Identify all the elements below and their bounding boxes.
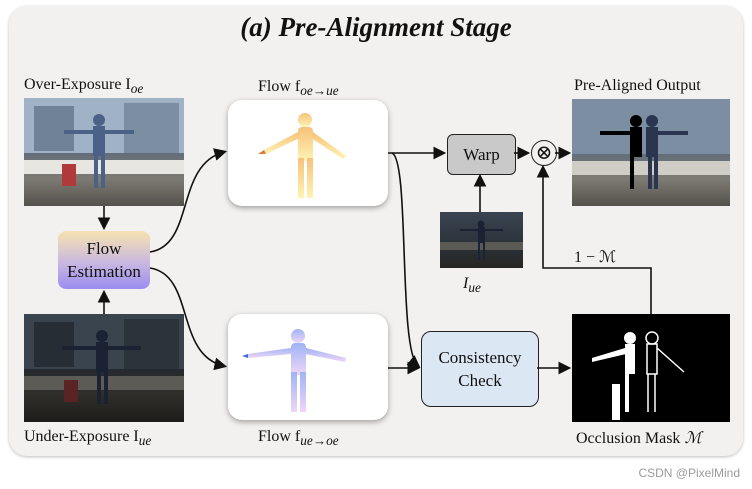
occlusion-mask-label: Occlusion Mask ℳ (576, 430, 702, 447)
pre-aligned-output-image (572, 99, 730, 206)
arrow-flow-top-to-consistency (391, 152, 421, 369)
warp-node: Warp (447, 134, 516, 175)
arrow-estimation-to-flow-bottom (149, 267, 228, 371)
flow-estimation-line1: Flow (86, 239, 122, 258)
arrow-estimation-to-flow-top (149, 148, 228, 253)
i-ue-scene (440, 220, 523, 260)
under-exposure-image (24, 314, 184, 422)
consistency-line1: Consistency (438, 348, 522, 367)
watermark: CSDN @PixelMind (638, 466, 740, 480)
flow-estimation-node: Flow Estimation (58, 231, 150, 289)
pre-aligned-scene (572, 99, 730, 189)
flow-top-label: Flow foe→ue (258, 78, 339, 99)
flow-ue-oe-image (228, 314, 388, 420)
flow-oe-ue-figure (258, 113, 346, 198)
under-exposure-label: Under-Exposure Iue (24, 428, 152, 449)
consistency-check-node: Consistency Check (421, 331, 539, 407)
occlusion-mask-image (572, 314, 730, 422)
pre-aligned-output-label: Pre-Aligned Output (574, 77, 701, 94)
arrow-mask-to-multiply (536, 164, 652, 314)
one-minus-m-label: 1 − ℳ (574, 249, 617, 266)
occlusion-mask-figure (592, 331, 685, 420)
flow-bottom-label: Flow fue→oe (258, 428, 339, 449)
under-exposure-scene (24, 314, 184, 404)
flow-oe-ue-image (228, 100, 388, 206)
over-exposure-scene (24, 98, 184, 188)
flow-estimation-line2: Estimation (67, 262, 141, 281)
consistency-line2: Check (458, 371, 502, 390)
diagram-title: (a) Pre-Alignment Stage (240, 12, 512, 42)
i-ue-image (440, 212, 523, 268)
flow-ue-oe-figure (242, 329, 346, 412)
over-exposure-image (24, 98, 184, 206)
over-exposure-label: Over-Exposure Ioe (24, 76, 144, 97)
i-ue-label: Iue (463, 275, 481, 296)
